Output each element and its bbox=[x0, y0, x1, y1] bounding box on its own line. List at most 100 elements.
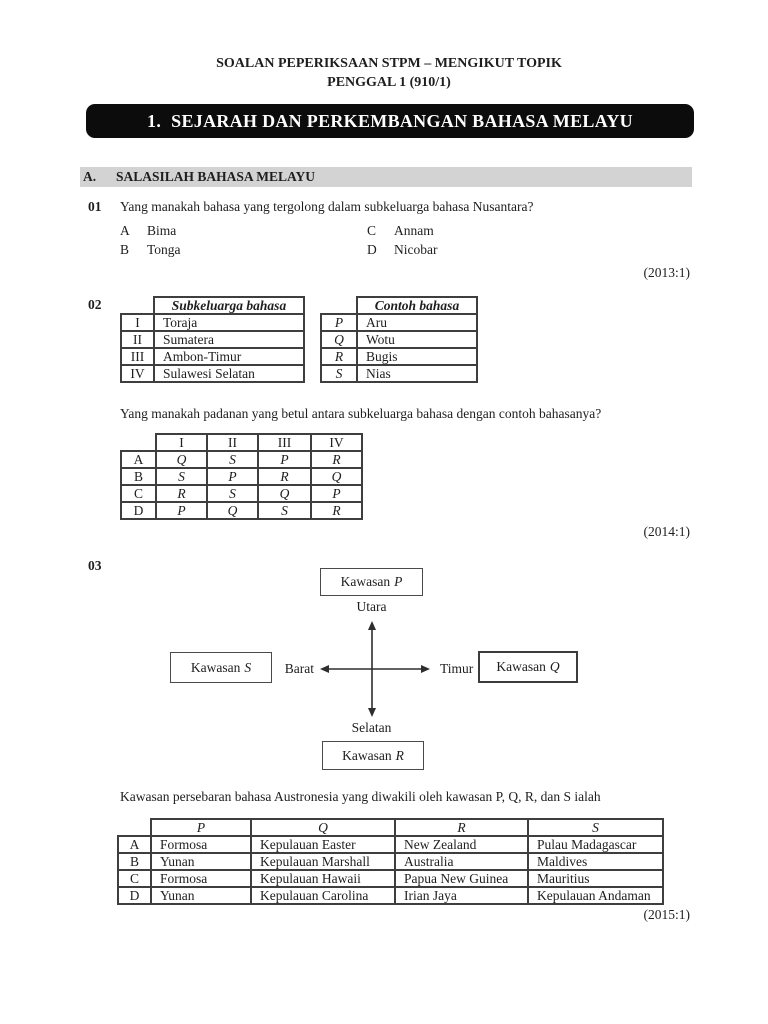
table-header-cell: Contoh bahasa bbox=[356, 296, 478, 315]
kawasan-s-letter: S bbox=[244, 659, 252, 675]
question-01-options: A Bima B Tonga C Annam bbox=[120, 221, 690, 259]
option-c: C Annam bbox=[367, 221, 690, 240]
table-cell: Toraja bbox=[153, 313, 305, 332]
table-cell: Nias bbox=[356, 364, 478, 383]
table-cell: Kepulauan Hawaii bbox=[250, 869, 396, 888]
table-cell: S bbox=[257, 501, 312, 520]
table-corner-cell bbox=[121, 434, 156, 451]
table-cell: S bbox=[206, 484, 259, 503]
table-cell: P bbox=[310, 484, 363, 503]
row-label-cell: II bbox=[120, 330, 155, 349]
kawasan-q-label: Kawasan bbox=[496, 659, 546, 674]
table-corner-cell bbox=[121, 297, 154, 314]
table-cell: Q bbox=[257, 484, 312, 503]
table-cell: Maldives bbox=[527, 852, 664, 871]
document-header-line1: SOALAN PEPERIKSAAN STPM – MENGIKUT TOPIK bbox=[216, 56, 562, 71]
table-cell: S bbox=[206, 450, 259, 469]
table-cell: P bbox=[155, 501, 208, 520]
option-a-letter: A bbox=[120, 223, 130, 238]
row-label-cell: Q bbox=[320, 330, 358, 349]
kawasan-s-label: Kawasan bbox=[190, 659, 241, 675]
table-header-cell: R bbox=[394, 818, 529, 837]
table-cell: Formosa bbox=[150, 869, 252, 888]
question-01-year-tag: (2013:1) bbox=[643, 265, 691, 280]
table-cell: Yunan bbox=[150, 886, 252, 905]
question-02-text: Yang manakah padanan yang betul antara s… bbox=[120, 406, 602, 421]
option-b-letter: B bbox=[120, 242, 130, 257]
row-label-cell: IV bbox=[120, 364, 155, 383]
question-03-compass-diagram: 03 Kawasan P Utara Barat Timur Kawasan S bbox=[88, 558, 690, 775]
row-label-cell: B bbox=[117, 852, 152, 871]
table-header-cell: Subkeluarga bahasa bbox=[153, 296, 305, 315]
option-a: A Bima bbox=[120, 221, 367, 240]
west-label: Barat bbox=[284, 661, 314, 676]
table-header-cell: IV bbox=[310, 433, 363, 452]
table-cell: Sumatera bbox=[153, 330, 305, 349]
document-header: SOALAN PEPERIKSAAN STPM – MENGIKUT TOPIK… bbox=[88, 54, 690, 92]
table-header-cell: III bbox=[257, 433, 312, 452]
option-b: B Tonga bbox=[120, 240, 367, 259]
question-03-text: Kawasan persebaran bahasa Austronesia ya… bbox=[120, 789, 601, 804]
table-cell: R bbox=[310, 450, 363, 469]
table-cell: R bbox=[155, 484, 208, 503]
kawasan-r-label: Kawasan bbox=[342, 747, 392, 763]
row-label-cell: A bbox=[117, 835, 152, 854]
table-header-cell: II bbox=[206, 433, 259, 452]
table-cell: Q bbox=[206, 501, 259, 520]
options-column-left: A Bima B Tonga bbox=[120, 221, 367, 259]
row-label-cell: D bbox=[120, 501, 157, 520]
table-cell: Aru bbox=[356, 313, 478, 332]
row-label-cell: P bbox=[320, 313, 358, 332]
table-cell: Pulau Madagascar bbox=[527, 835, 664, 854]
east-label: Timur bbox=[440, 661, 474, 676]
chapter-title: SEJARAH DAN PERKEMBANGAN BAHASA MELAYU bbox=[171, 110, 633, 131]
question-01-text: Yang manakah bahasa yang tergolong dalam… bbox=[120, 199, 534, 214]
row-label-cell: B bbox=[120, 467, 157, 486]
section-title: SALASILAH BAHASA MELAYU bbox=[116, 169, 316, 184]
table-cell: Ambon-Timur bbox=[153, 347, 305, 366]
chapter-number: 1. bbox=[147, 110, 162, 131]
row-label-cell: I bbox=[120, 313, 155, 332]
option-b-text: Tonga bbox=[147, 242, 181, 257]
option-c-letter: C bbox=[367, 223, 377, 238]
table-cell: Irian Jaya bbox=[394, 886, 529, 905]
row-label-cell: R bbox=[320, 347, 358, 366]
table-cell: Yunan bbox=[150, 852, 252, 871]
option-d-text: Nicobar bbox=[394, 242, 438, 257]
table-cell: Kepulauan Marshall bbox=[250, 852, 396, 871]
row-label-cell: A bbox=[120, 450, 157, 469]
table-cell: Papua New Guinea bbox=[394, 869, 529, 888]
question-01: 01 Yang manakah bahasa yang tergolong da… bbox=[88, 198, 690, 259]
compass-arrows-icon bbox=[320, 621, 430, 717]
kawasan-p-box: Kawasan P bbox=[320, 568, 423, 596]
question-01-number: 01 bbox=[88, 199, 102, 214]
table-cell: Formosa bbox=[150, 835, 252, 854]
table-corner-cell bbox=[321, 297, 357, 314]
row-label-cell: III bbox=[120, 347, 155, 366]
kawasan-s-box: Kawasan S bbox=[170, 652, 272, 683]
document-header-line2: PENGGAL 1 (910/1) bbox=[327, 75, 451, 90]
row-label-cell: C bbox=[120, 484, 157, 503]
question-02-number: 02 bbox=[88, 297, 102, 312]
page-content: SOALAN PEPERIKSAAN STPM – MENGIKUT TOPIK… bbox=[80, 0, 694, 923]
table-cell: Q bbox=[310, 467, 363, 486]
table-cell: P bbox=[257, 450, 312, 469]
table-header-cell: S bbox=[527, 818, 664, 837]
